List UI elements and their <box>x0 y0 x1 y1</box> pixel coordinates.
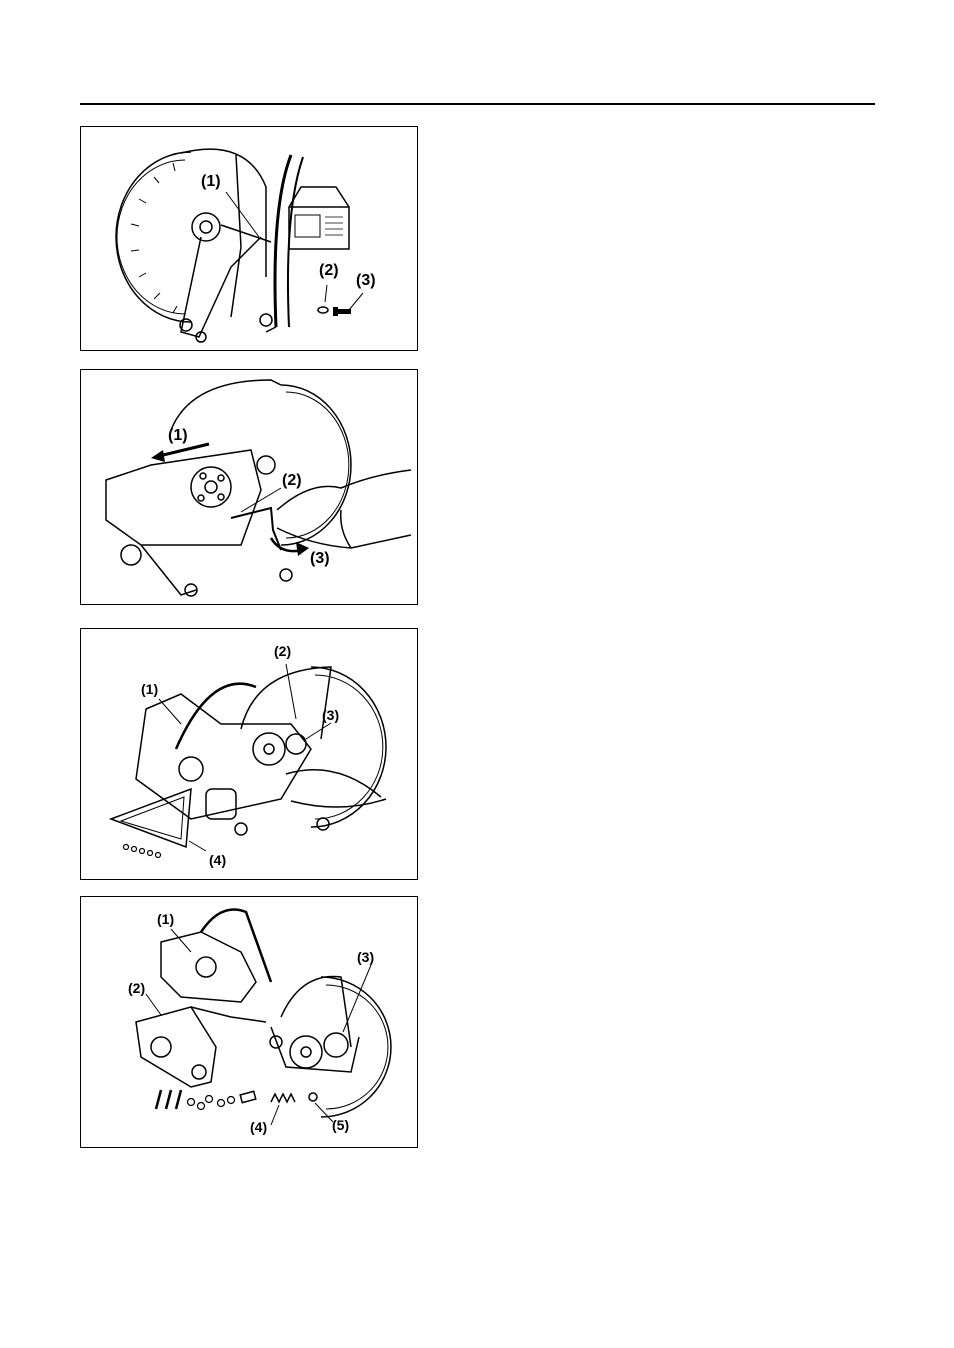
figure-4-callout-3: (3) <box>357 950 374 964</box>
figure-1-illustration <box>81 127 418 351</box>
figure-3-callout-3: (3) <box>322 708 339 722</box>
header-rule <box>80 103 875 105</box>
figure-2: (1) (2) (3) <box>80 369 418 605</box>
figure-3-callout-2: (2) <box>274 644 291 658</box>
figure-3-illustration <box>81 629 418 880</box>
figure-1-callout-2: (2) <box>319 263 339 279</box>
figure-4-callout-4: (4) <box>250 1120 267 1134</box>
figure-4-callout-2: (2) <box>128 981 145 995</box>
figure-4-illustration <box>81 897 418 1148</box>
figure-4-callout-5: (5) <box>332 1118 349 1132</box>
figure-3-callout-4: (4) <box>209 853 226 867</box>
figure-1-callout-1: (1) <box>201 174 221 190</box>
figure-2-callout-3: (3) <box>310 551 330 567</box>
figure-2-callout-1: (1) <box>168 428 188 444</box>
figure-1-callout-3: (3) <box>356 273 376 289</box>
figure-4-callout-1: (1) <box>157 912 174 926</box>
figure-3: (1) (2) (3) (4) <box>80 628 418 880</box>
figure-3-callout-1: (1) <box>141 682 158 696</box>
figure-1: (1) (2) (3) <box>80 126 418 351</box>
figure-2-callout-2: (2) <box>282 473 302 489</box>
figure-2-illustration <box>81 370 418 605</box>
figure-4: (1) (2) (3) (4) (5) <box>80 896 418 1148</box>
